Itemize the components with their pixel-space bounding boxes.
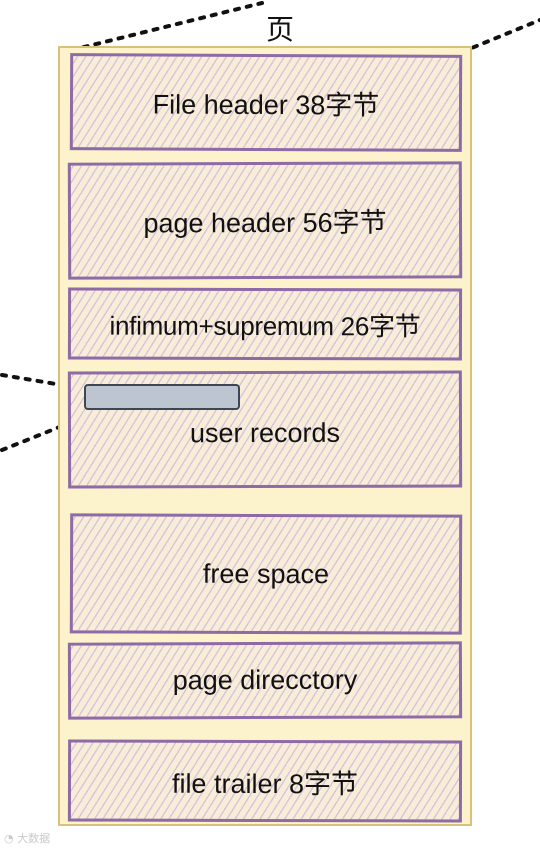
weibo-logo-icon: ◔ bbox=[4, 832, 14, 845]
section-free-space: free space bbox=[69, 513, 463, 635]
section-label: free space bbox=[202, 558, 330, 589]
connector-top-left bbox=[70, 1, 264, 52]
section-file-trailer: file trailer 8字节 bbox=[67, 739, 463, 823]
section-label: infimum+supremum 26字节 bbox=[109, 310, 421, 341]
section-infimum-supremum: infimum+supremum 26字节 bbox=[67, 287, 463, 361]
connector-mid-upper bbox=[0, 373, 70, 388]
section-page-header: page header 56字节 bbox=[67, 161, 463, 280]
watermark-text: 大数据 bbox=[17, 832, 51, 845]
section-label: file trailer 8字节 bbox=[171, 768, 359, 799]
section-label: page direcctory bbox=[172, 664, 358, 696]
connector-top-right bbox=[460, 18, 540, 54]
page-title: 页 bbox=[265, 13, 294, 46]
section-label: page header 56字节 bbox=[143, 207, 387, 239]
section-label: user records bbox=[189, 417, 341, 449]
record-block bbox=[84, 384, 240, 410]
section-file-header: File header 38字节 bbox=[69, 53, 463, 152]
section-label: File header 38字节 bbox=[152, 89, 380, 121]
section-page-directory: page direcctory bbox=[67, 641, 463, 720]
watermark: ◔ 大数据 bbox=[4, 830, 50, 846]
